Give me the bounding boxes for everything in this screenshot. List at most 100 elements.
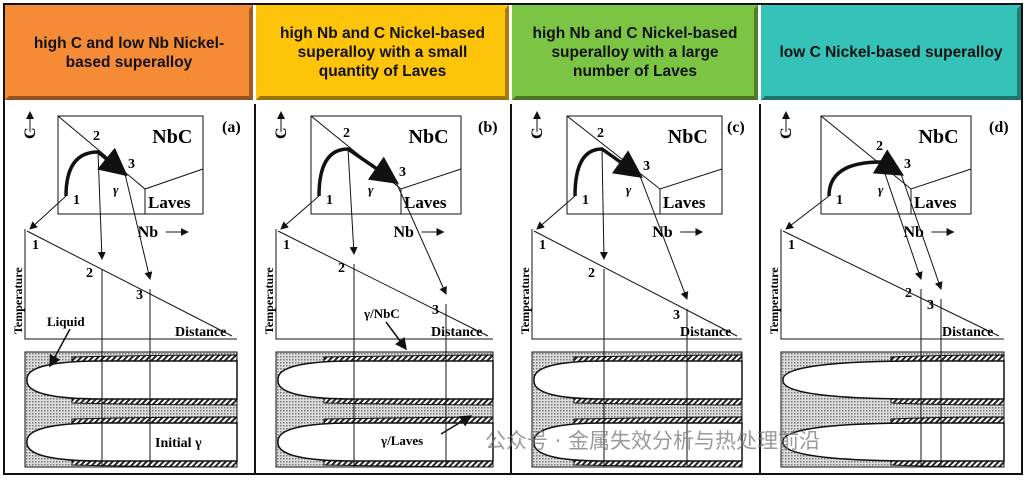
laves-label: Laves <box>914 193 957 212</box>
gamma-label: γ <box>368 182 374 197</box>
header-b: high Nb and C Nickel-based superalloy wi… <box>256 5 509 100</box>
temperature-gradient-line <box>533 230 738 337</box>
solidification-path <box>317 147 399 197</box>
temperature-axes <box>275 229 493 340</box>
solidification-path <box>64 147 128 197</box>
gamma-dendrite <box>277 422 494 462</box>
projection-arrow-3 <box>639 175 689 300</box>
projection-arrow-2 <box>599 148 608 260</box>
projection-arrow-3 <box>395 181 447 295</box>
temp-point-1: 1 <box>539 238 546 253</box>
gamma-laves-arrow <box>440 415 473 435</box>
solidification-path <box>573 147 643 197</box>
gamma-label: γ <box>113 182 119 197</box>
laves-label: Laves <box>404 193 447 212</box>
panel-tag: (a) <box>222 119 241 136</box>
header-a: high C and low Nb Nickel-based superallo… <box>5 5 253 100</box>
liquid-arrow <box>49 328 71 368</box>
point-1-label: 1 <box>582 193 589 208</box>
temperature-label: Temperature <box>262 267 276 334</box>
projection-arrow-1 <box>280 195 320 230</box>
temperature-label: Temperature <box>767 267 781 334</box>
phase-diagram-box <box>566 115 723 215</box>
laves-label: Laves <box>148 193 191 212</box>
projection-arrow-3 <box>900 173 943 290</box>
distance-label: Distance <box>942 325 993 340</box>
distance-label: Distance <box>431 325 482 340</box>
projection-arrow-1 <box>29 195 67 230</box>
phase-diagram-box <box>820 115 972 215</box>
temp-point-3: 3 <box>136 288 143 303</box>
laves-label: Laves <box>663 193 706 212</box>
gamma-dendrite <box>533 422 743 462</box>
initial-gamma-label: Initial γ <box>155 436 202 451</box>
projection-arrow-2 <box>97 151 106 260</box>
temperature-label: Temperature <box>11 267 25 334</box>
temp-point-3: 3 <box>927 298 934 313</box>
panel-tag: (d) <box>989 119 1009 136</box>
temperature-axes <box>780 229 1004 340</box>
gamma-dendrite <box>782 360 1005 400</box>
liquid-label: Liquid <box>47 314 85 329</box>
watermark: 公众号 · 金属失效分析与热处理前沿 <box>485 429 821 453</box>
temp-point-1: 1 <box>32 238 39 253</box>
temperature-label: Temperature <box>518 267 532 334</box>
header-c: high Nb and C Nickel-based superalloy wi… <box>512 5 758 100</box>
gamma-dendrite <box>533 360 743 400</box>
phase-diagram-box <box>310 115 462 215</box>
nbc-label: NbC <box>668 126 708 148</box>
gamma-nbc-label: γ/NbC <box>363 306 400 321</box>
temp-point-3: 3 <box>673 308 680 323</box>
temperature-axes <box>24 229 237 340</box>
gamma-dendrite <box>782 422 1005 462</box>
temp-point-1: 1 <box>788 238 795 253</box>
point-1-label: 1 <box>326 193 333 208</box>
point-3-label: 3 <box>128 157 135 172</box>
point-2-label: 2 <box>93 129 100 144</box>
gamma-label: γ <box>878 182 884 197</box>
point-2-label: 2 <box>343 126 350 141</box>
temperature-gradient-line <box>26 230 233 337</box>
gamma-dendrite <box>26 360 238 400</box>
temperature-gradient-line <box>782 230 1000 337</box>
temp-point-3: 3 <box>432 303 439 318</box>
gamma-dendrite <box>26 422 238 462</box>
panel-tag: (b) <box>478 119 498 136</box>
nbc-label: NbC <box>409 126 449 148</box>
phase-diagram-box <box>57 115 204 215</box>
point-1-label: 1 <box>73 193 80 208</box>
c-axis-label: C <box>529 127 546 139</box>
point-1-label: 1 <box>836 193 843 208</box>
temperature-gradient-line <box>277 230 489 337</box>
temp-point-2: 2 <box>905 286 912 301</box>
gamma-nbc-arrow <box>385 321 407 351</box>
temp-point-2: 2 <box>86 266 93 281</box>
nb-axis-label: Nb <box>394 224 415 241</box>
nb-axis-label: Nb <box>904 224 925 241</box>
nb-axis-label: Nb <box>138 224 159 241</box>
gamma-laves-label: γ/Laves <box>380 433 423 448</box>
temperature-axes <box>531 229 742 340</box>
distance-label: Distance <box>680 325 731 340</box>
point-3-label: 3 <box>399 165 406 180</box>
nb-axis-label: Nb <box>652 224 673 241</box>
gamma-dendrite <box>277 360 494 400</box>
projection-arrow-2 <box>347 148 358 255</box>
projection-arrow-3 <box>124 173 153 280</box>
temp-point-2: 2 <box>588 266 595 281</box>
projection-arrow-1 <box>785 195 830 230</box>
solidification-path <box>827 149 905 197</box>
point-2-label: 2 <box>876 139 883 154</box>
point-2-label: 2 <box>597 126 604 141</box>
distance-label: Distance <box>175 325 226 340</box>
temp-point-2: 2 <box>338 261 345 276</box>
point-3-label: 3 <box>904 157 911 172</box>
temp-point-1: 1 <box>283 238 290 253</box>
header-d: low C Nickel-based superalloy <box>761 5 1021 100</box>
